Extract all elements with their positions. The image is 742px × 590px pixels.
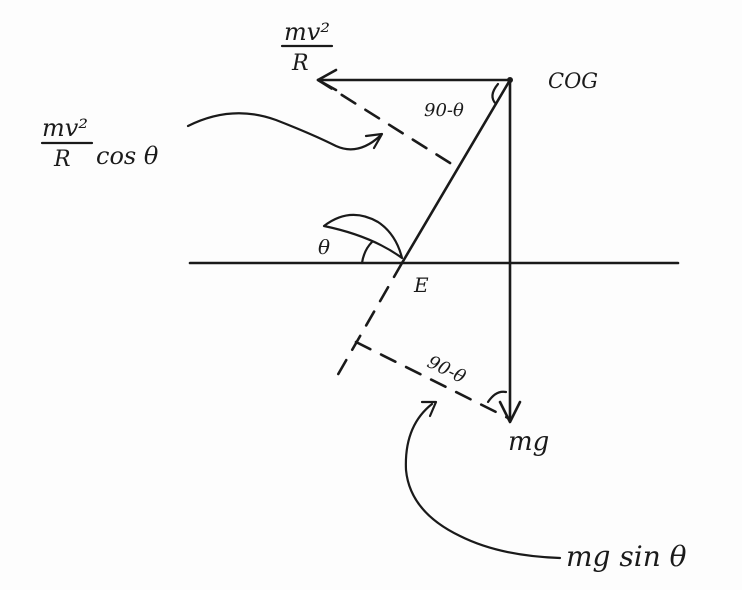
label-mv2-cos-den: R (53, 147, 71, 172)
pointer-curve-top (186, 112, 382, 151)
pointer-arrowhead-top (364, 132, 384, 150)
pointer-curve-bottom (404, 402, 562, 560)
weight-arrowhead (498, 400, 522, 424)
angle-arc-bottom (486, 390, 508, 404)
lean-extension-dashed (334, 261, 404, 380)
label-angle-top: 90-θ (424, 100, 464, 121)
label-mv2-top-den: R (291, 51, 309, 76)
cog-point (507, 77, 513, 83)
weight-component-dashed (354, 340, 510, 420)
pointer-arrowhead-bottom (420, 400, 438, 418)
label-mv2-cos-num: mv² (42, 114, 88, 142)
label-mg: mg (508, 427, 549, 457)
label-angle-bottom: 90-θ (424, 352, 469, 388)
label-mv2-top-num: mv² (284, 18, 330, 46)
label-cog: COG (548, 69, 598, 93)
label-mv2-cos-tail: cos θ (96, 142, 159, 170)
lean-line (400, 78, 512, 265)
label-mg-sin-theta: mg sin θ (566, 540, 687, 573)
rider-shape (322, 213, 404, 260)
centripetal-component-dashed (316, 78, 460, 170)
label-point-e: E (413, 273, 429, 297)
angle-arc-theta (360, 240, 374, 265)
label-theta: θ (318, 235, 330, 259)
angle-arc-top (491, 82, 500, 106)
